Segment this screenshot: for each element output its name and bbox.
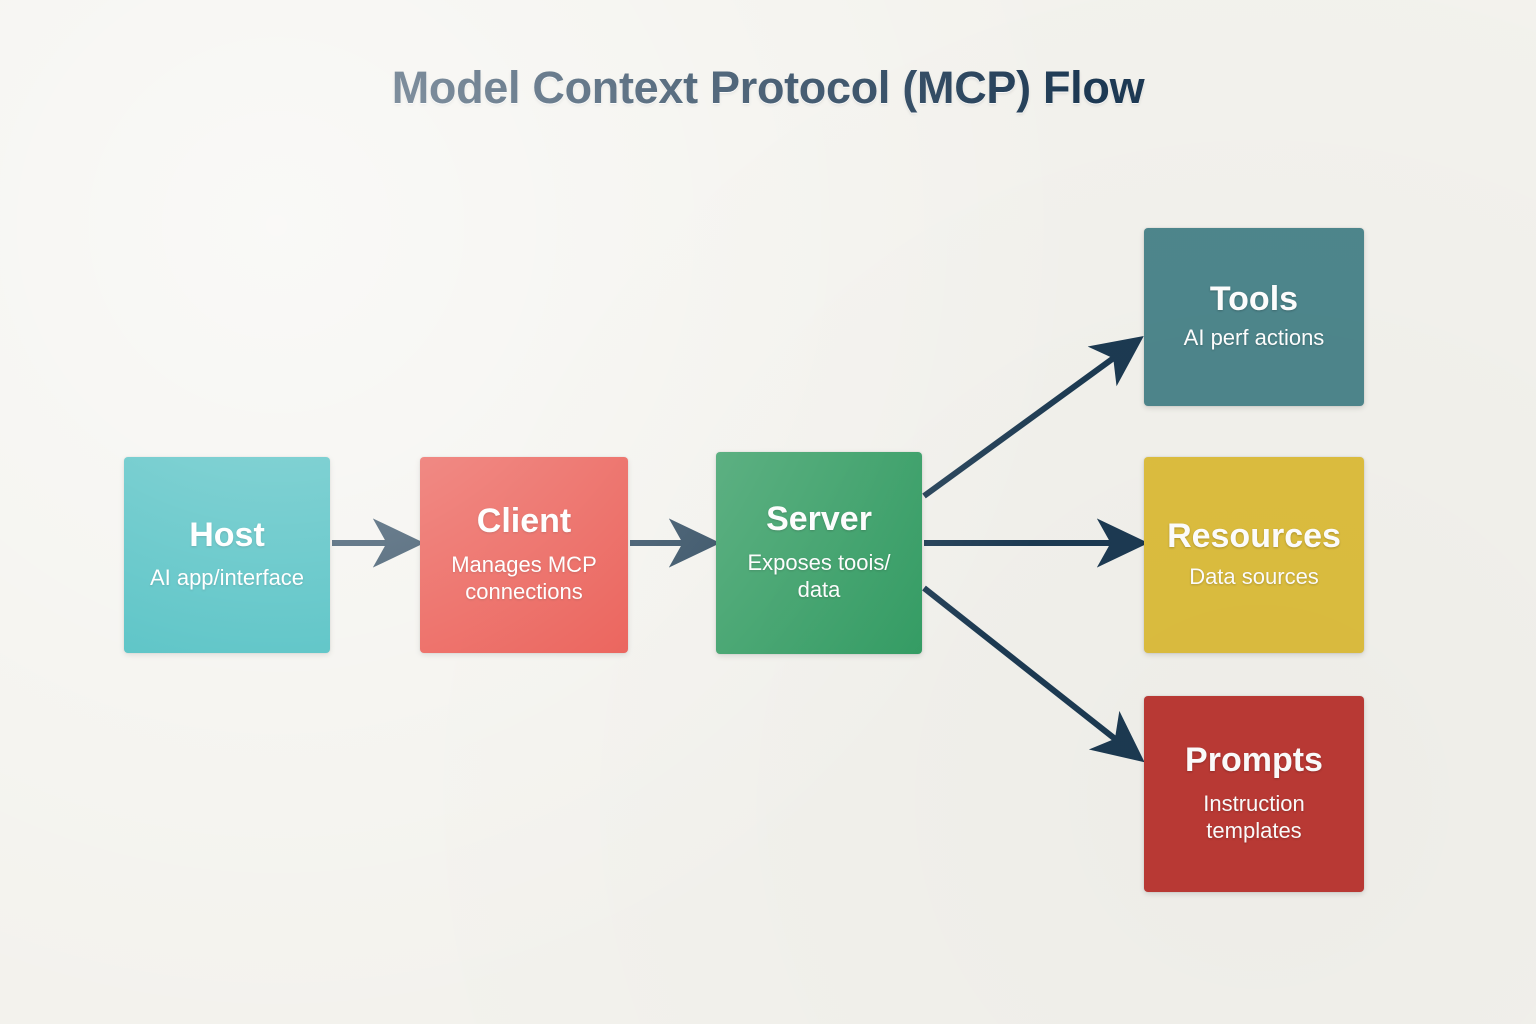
- node-tools-title: Tools: [1209, 279, 1299, 318]
- node-prompts[interactable]: Prompts Instruction templates: [1144, 696, 1364, 892]
- node-resources-subtitle: Data sources: [1189, 564, 1319, 590]
- node-client-subtitle: Manages MCP connections: [451, 552, 597, 604]
- node-host-subtitle: AI app/interface: [149, 565, 305, 591]
- node-host-title: Host: [189, 515, 265, 554]
- node-tools-subtitle: AI perf actions: [1183, 325, 1325, 351]
- node-resources[interactable]: Resources Data sources: [1144, 457, 1364, 653]
- node-server-title: Server: [766, 500, 872, 539]
- page-title: Model Context Protocol (MCP) Flow: [391, 62, 1145, 113]
- node-prompts-title: Prompts: [1185, 741, 1323, 780]
- node-prompts-subtitle: Instruction templates: [1203, 791, 1305, 843]
- edge-server-to-tools: [922, 336, 1144, 499]
- node-client[interactable]: Client Manages MCP connections: [420, 457, 628, 653]
- node-server[interactable]: Server Exposes toois/ data: [716, 452, 922, 654]
- node-resources-title: Resources: [1167, 516, 1341, 555]
- node-server-subtitle: Exposes toois/ data: [747, 550, 891, 602]
- node-host[interactable]: Host AI app/interface: [124, 457, 330, 653]
- node-client-title: Client: [476, 502, 572, 541]
- edge-server-to-prompts: [922, 585, 1145, 763]
- node-tools[interactable]: Tools AI perf actions: [1144, 228, 1364, 406]
